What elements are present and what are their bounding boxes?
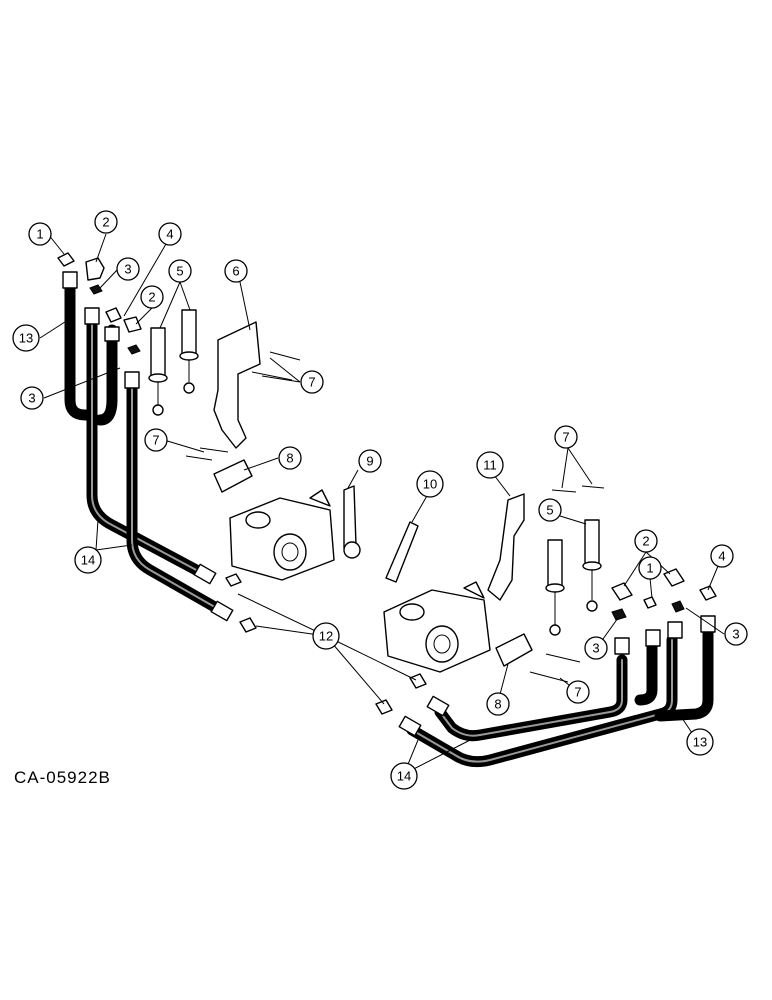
svg-text:5: 5 (546, 503, 553, 518)
callout-1-upper: 1 (28, 222, 52, 246)
svg-text:1: 1 (646, 561, 653, 576)
callout-4-right: 4 (710, 544, 734, 568)
svg-text:2: 2 (148, 290, 155, 305)
svg-text:6: 6 (232, 264, 239, 279)
svg-text:3: 3 (28, 391, 35, 406)
svg-text:7: 7 (562, 430, 569, 445)
svg-text:11: 11 (483, 458, 497, 473)
valve-left (229, 489, 335, 581)
callout-9: 9 (358, 449, 382, 473)
callout-3-left: 3 (20, 386, 44, 410)
callout-3-right-b: 3 (724, 622, 748, 646)
svg-text:14: 14 (397, 769, 411, 784)
svg-text:1: 1 (36, 227, 43, 242)
callout-7-lower: 7 (566, 680, 590, 704)
svg-text:4: 4 (718, 549, 725, 564)
callout-14-lower: 14 (390, 762, 418, 790)
cylinders (148, 309, 602, 636)
callout-10: 10 (416, 470, 444, 498)
svg-text:12: 12 (319, 629, 333, 644)
callout-4-upper: 4 (158, 222, 182, 246)
bolts (185, 351, 605, 683)
callout-13-upper: 13 (12, 324, 40, 352)
callout-3-right-a: 3 (584, 636, 608, 660)
callout-14-left: 14 (74, 546, 102, 574)
elbow-fittings (57, 252, 717, 715)
callout-13-lower: 13 (686, 728, 714, 756)
callout-5-right: 5 (538, 498, 562, 522)
hoses (64, 279, 714, 768)
svg-text:9: 9 (366, 454, 373, 469)
svg-text:13: 13 (19, 331, 33, 346)
svg-text:8: 8 (286, 451, 293, 466)
callout-7-upper: 7 (300, 370, 324, 394)
callout-7-left: 7 (144, 428, 168, 452)
callout-2-right: 2 (634, 529, 658, 553)
figure-code-label: CA-05922B (14, 768, 111, 787)
valve-right (383, 581, 491, 673)
svg-text:7: 7 (308, 375, 315, 390)
callout-12: 12 (312, 622, 340, 650)
clamp-blocks (213, 459, 533, 667)
callout-2-second: 2 (140, 285, 164, 309)
callout-1-right: 1 (638, 556, 662, 580)
hose-fittings (62, 271, 716, 737)
svg-text:14: 14 (81, 553, 95, 568)
callout-11: 11 (476, 451, 504, 479)
callout-7-right: 7 (554, 425, 578, 449)
svg-text:3: 3 (592, 641, 599, 656)
links (343, 485, 419, 583)
svg-text:5: 5 (176, 264, 183, 279)
mounting-brackets (213, 321, 525, 601)
svg-text:8: 8 (494, 697, 501, 712)
svg-text:7: 7 (152, 433, 159, 448)
svg-text:10: 10 (423, 477, 437, 492)
svg-text:4: 4 (166, 227, 173, 242)
callout-5-upper: 5 (168, 259, 192, 283)
svg-text:2: 2 (642, 534, 649, 549)
callout-8-upper: 8 (278, 446, 302, 470)
svg-text:13: 13 (693, 735, 707, 750)
callout-3-upper: 3 (116, 257, 140, 281)
callout-8-lower: 8 (486, 692, 510, 716)
svg-text:7: 7 (574, 685, 581, 700)
svg-text:3: 3 (732, 627, 739, 642)
svg-text:3: 3 (124, 262, 131, 277)
callout-2-upper: 2 (94, 210, 118, 234)
svg-text:2: 2 (102, 215, 109, 230)
callout-6: 6 (224, 259, 248, 283)
